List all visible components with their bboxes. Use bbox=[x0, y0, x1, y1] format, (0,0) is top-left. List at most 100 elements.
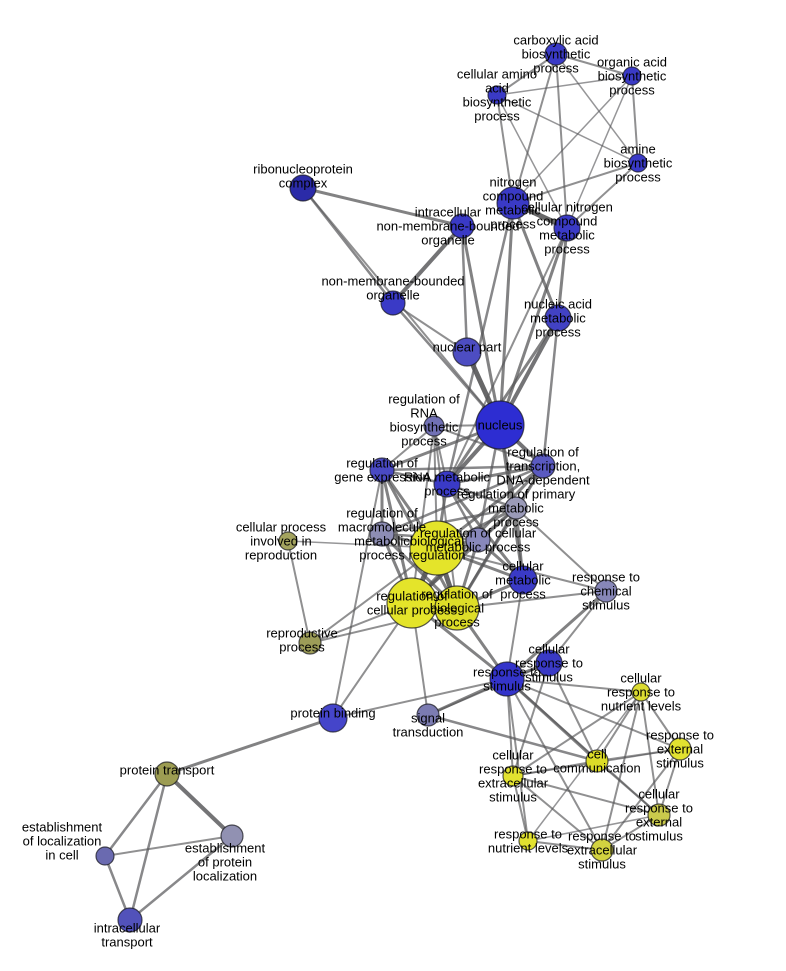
node-cellular-response-to-external-stimulus[interactable] bbox=[647, 803, 671, 827]
edge-response-to-stimulus--response-to-nutrient-levels[interactable] bbox=[506, 678, 529, 842]
node-organic-acid-biosynthetic-process[interactable] bbox=[622, 66, 642, 86]
edge-protein-transport--establishment-of-protein-localization[interactable] bbox=[165, 772, 234, 838]
edge-organic-acid-biosynthetic-process--nitrogen-compound-metabolic-process[interactable] bbox=[512, 75, 633, 204]
edge-amine-biosynthetic-process--cellular-nitrogen-compound-metabolic-process[interactable] bbox=[566, 162, 639, 229]
edge-establishment-of-protein-localization--intracellular-transport[interactable] bbox=[128, 834, 234, 922]
edge-organic-acid-biosynthetic-process--amine-biosynthetic-process[interactable] bbox=[631, 75, 639, 164]
edge-regulation-of-rna-biosynthetic-process--regulation-of-cellular-process[interactable] bbox=[411, 425, 435, 604]
node-cell-communication[interactable] bbox=[585, 749, 609, 773]
edge-cell-communication--signal-transduction[interactable] bbox=[426, 713, 599, 763]
edge-non-membrane-bounded-organelle--nucleus[interactable] bbox=[391, 301, 502, 427]
node-cellular-response-to-extracellular-stimulus[interactable] bbox=[502, 765, 524, 787]
edge-cellular-amino-acid-biosynthetic-process--nitrogen-compound-metabolic-process[interactable] bbox=[496, 94, 514, 204]
node-ribonucleoprotein-complex[interactable] bbox=[289, 174, 317, 202]
node-response-to-external-stimulus[interactable] bbox=[668, 737, 692, 761]
node-intracellular-non-membrane-bounded-organelle[interactable] bbox=[449, 213, 475, 239]
node-regulation-of-primary-metabolic-process[interactable] bbox=[504, 496, 528, 520]
edge-non-membrane-bounded-organelle--nuclear-part[interactable] bbox=[392, 302, 468, 353]
node-regulation-of-rna-biosynthetic-process[interactable] bbox=[423, 415, 445, 437]
edge-intracellular-non-membrane-bounded-organelle--non-membrane-bounded-organelle[interactable] bbox=[391, 224, 464, 305]
edge-organic-acid-biosynthetic-process--cellular-nitrogen-compound-metabolic-process[interactable] bbox=[566, 75, 633, 229]
node-reproductive-process[interactable] bbox=[298, 631, 322, 655]
edge-intracellular-non-membrane-bounded-organelle--nucleus[interactable] bbox=[460, 224, 502, 427]
edge-carboxylic-acid-biosynthetic-process--organic-acid-biosynthetic-process[interactable] bbox=[555, 53, 633, 77]
edge-cellular-response-to-stimulus--cell-communication[interactable] bbox=[548, 662, 598, 762]
node-amine-biosynthetic-process[interactable] bbox=[628, 153, 648, 173]
node-response-to-extracellular-stimulus[interactable] bbox=[590, 838, 614, 862]
edge-cellular-amino-acid-biosynthetic-process--cellular-nitrogen-compound-metabolic-process[interactable] bbox=[496, 94, 568, 229]
edge-cellular-response-to-external-stimulus--response-to-nutrient-levels[interactable] bbox=[527, 814, 660, 842]
node-cellular-process-involved-in-reproduction[interactable] bbox=[278, 531, 298, 551]
node-protein-transport[interactable] bbox=[154, 761, 180, 787]
edge-regulation-of-transcription-dna-dependent--regulation-of-gene-expression[interactable] bbox=[380, 464, 545, 472]
node-nucleic-acid-metabolic-process[interactable] bbox=[544, 304, 572, 332]
edge-cellular-response-to-extracellular-stimulus--response-to-nutrient-levels[interactable] bbox=[512, 775, 529, 842]
edge-regulation-of-transcription-dna-dependent--rna-metabolic-process[interactable] bbox=[445, 464, 545, 486]
edge-ribonucleoprotein-complex--intracellular-non-membrane-bounded-organelle[interactable] bbox=[301, 186, 464, 228]
edge-cell-communication--cellular-response-to-external-stimulus[interactable] bbox=[596, 760, 660, 816]
node-regulation-of-macromolecule-metabolic-process[interactable] bbox=[369, 521, 395, 547]
edge-nitrogen-compound-metabolic-process--nucleus[interactable] bbox=[498, 201, 515, 427]
edge-carboxylic-acid-biosynthetic-process--amine-biosynthetic-process[interactable] bbox=[555, 53, 639, 164]
edge-cellular-nitrogen-compound-metabolic-process--nucleus[interactable] bbox=[498, 226, 569, 427]
edge-protein-transport--intracellular-transport[interactable] bbox=[128, 772, 169, 922]
edge-amine-biosynthetic-process--nitrogen-compound-metabolic-process[interactable] bbox=[512, 162, 639, 204]
edge-nitrogen-compound-metabolic-process--rna-metabolic-process[interactable] bbox=[445, 201, 515, 486]
edge-protein-binding--regulation-of-gene-expression[interactable] bbox=[332, 469, 383, 719]
node-response-to-stimulus[interactable] bbox=[489, 661, 525, 697]
edge-response-to-stimulus--response-to-external-stimulus[interactable] bbox=[506, 678, 681, 750]
edge-cellular-amino-acid-biosynthetic-process--amine-biosynthetic-process[interactable] bbox=[496, 94, 639, 164]
node-protein-binding[interactable] bbox=[318, 703, 348, 733]
edge-regulation-of-macromolecule-metabolic-process--regulation-of-primary-metabolic-process[interactable] bbox=[380, 506, 518, 536]
edge-carboxylic-acid-biosynthetic-process--nitrogen-compound-metabolic-process[interactable] bbox=[512, 53, 557, 204]
node-cellular-metabolic-process[interactable] bbox=[508, 565, 538, 595]
node-cellular-response-to-nutrient-levels[interactable] bbox=[631, 682, 651, 702]
node-nucleus[interactable] bbox=[475, 400, 525, 450]
node-nitrogen-compound-metabolic-process[interactable] bbox=[496, 186, 530, 220]
edge-establishment-of-localization-in-cell--establishment-of-protein-localization[interactable] bbox=[104, 835, 233, 857]
edge-cellular-process-involved-in-reproduction--reproductive-process[interactable] bbox=[287, 540, 311, 644]
node-cellular-response-to-stimulus[interactable] bbox=[535, 649, 563, 677]
edge-cellular-response-to-extracellular-stimulus--response-to-extracellular-stimulus[interactable] bbox=[512, 775, 603, 851]
node-regulation-of-transcription-dna-dependent[interactable] bbox=[530, 453, 556, 479]
node-establishment-of-protein-localization[interactable] bbox=[220, 824, 244, 848]
edge-cellular-response-to-nutrient-levels--response-to-extracellular-stimulus[interactable] bbox=[601, 691, 642, 851]
node-signal-transduction[interactable] bbox=[416, 703, 440, 727]
edge-carboxylic-acid-biosynthetic-process--cellular-nitrogen-compound-metabolic-process[interactable] bbox=[555, 53, 568, 229]
edge-cellular-response-to-nutrient-levels--cell-communication[interactable] bbox=[596, 691, 642, 762]
edge-cellular-nitrogen-compound-metabolic-process--nucleic-acid-metabolic-process[interactable] bbox=[556, 226, 569, 320]
node-regulation-of-gene-expression[interactable] bbox=[369, 457, 395, 483]
edge-nucleic-acid-metabolic-process--regulation-of-transcription-dna-dependent[interactable] bbox=[541, 316, 560, 468]
node-response-to-nutrient-levels[interactable] bbox=[518, 831, 538, 851]
edge-organic-acid-biosynthetic-process--cellular-amino-acid-biosynthetic-process[interactable] bbox=[496, 75, 633, 96]
edge-protein-transport--establishment-of-localization-in-cell[interactable] bbox=[103, 772, 169, 858]
node-regulation-of-biological-process[interactable] bbox=[434, 585, 480, 631]
node-cellular-nitrogen-compound-metabolic-process[interactable] bbox=[553, 214, 581, 242]
edge-response-to-chemical-stimulus--regulation-of-biological-process[interactable] bbox=[456, 590, 607, 609]
edge-intracellular-non-membrane-bounded-organelle--nuclear-part[interactable] bbox=[460, 224, 469, 354]
node-establishment-of-localization-in-cell[interactable] bbox=[95, 846, 115, 866]
edge-cellular-nitrogen-compound-metabolic-process--rna-metabolic-process[interactable] bbox=[446, 227, 568, 485]
node-rna-metabolic-process[interactable] bbox=[433, 470, 461, 498]
edge-response-to-chemical-stimulus--response-to-stimulus[interactable] bbox=[505, 589, 608, 681]
edge-response-to-nutrient-levels--response-to-extracellular-stimulus[interactable] bbox=[527, 840, 603, 851]
edge-response-to-stimulus--response-to-extracellular-stimulus[interactable] bbox=[506, 678, 603, 851]
edge-nitrogen-compound-metabolic-process--nucleic-acid-metabolic-process[interactable] bbox=[511, 201, 560, 320]
node-regulation-of-cellular-metabolic-process[interactable] bbox=[465, 527, 491, 553]
edge-cellular-response-to-nutrient-levels--cellular-response-to-extracellular-stimulus[interactable] bbox=[512, 691, 642, 777]
edge-cell-communication--cellular-response-to-extracellular-stimulus[interactable] bbox=[512, 760, 598, 777]
node-carboxylic-acid-biosynthetic-process[interactable] bbox=[544, 42, 568, 66]
edge-cellular-response-to-extracellular-stimulus--cellular-response-to-external-stimulus[interactable] bbox=[512, 775, 660, 816]
edge-carboxylic-acid-biosynthetic-process--cellular-amino-acid-biosynthetic-process[interactable] bbox=[496, 53, 557, 96]
edge-response-to-chemical-stimulus--regulation-of-primary-metabolic-process[interactable] bbox=[515, 507, 607, 592]
edge-protein-binding--protein-transport[interactable] bbox=[165, 716, 335, 776]
node-non-membrane-bounded-organelle[interactable] bbox=[380, 290, 406, 316]
node-biological-regulation[interactable] bbox=[409, 520, 465, 576]
edge-cellular-response-to-nutrient-levels--response-to-nutrient-levels[interactable] bbox=[527, 691, 642, 842]
edge-response-to-chemical-stimulus--cellular-response-to-stimulus[interactable] bbox=[548, 590, 607, 664]
edge-regulation-of-rna-biosynthetic-process--regulation-of-biological-process[interactable] bbox=[433, 425, 458, 609]
node-cellular-amino-acid-biosynthetic-process[interactable] bbox=[487, 85, 507, 105]
node-nuclear-part[interactable] bbox=[452, 337, 482, 367]
edge-response-to-stimulus--cellular-response-to-nutrient-levels[interactable] bbox=[506, 678, 642, 693]
